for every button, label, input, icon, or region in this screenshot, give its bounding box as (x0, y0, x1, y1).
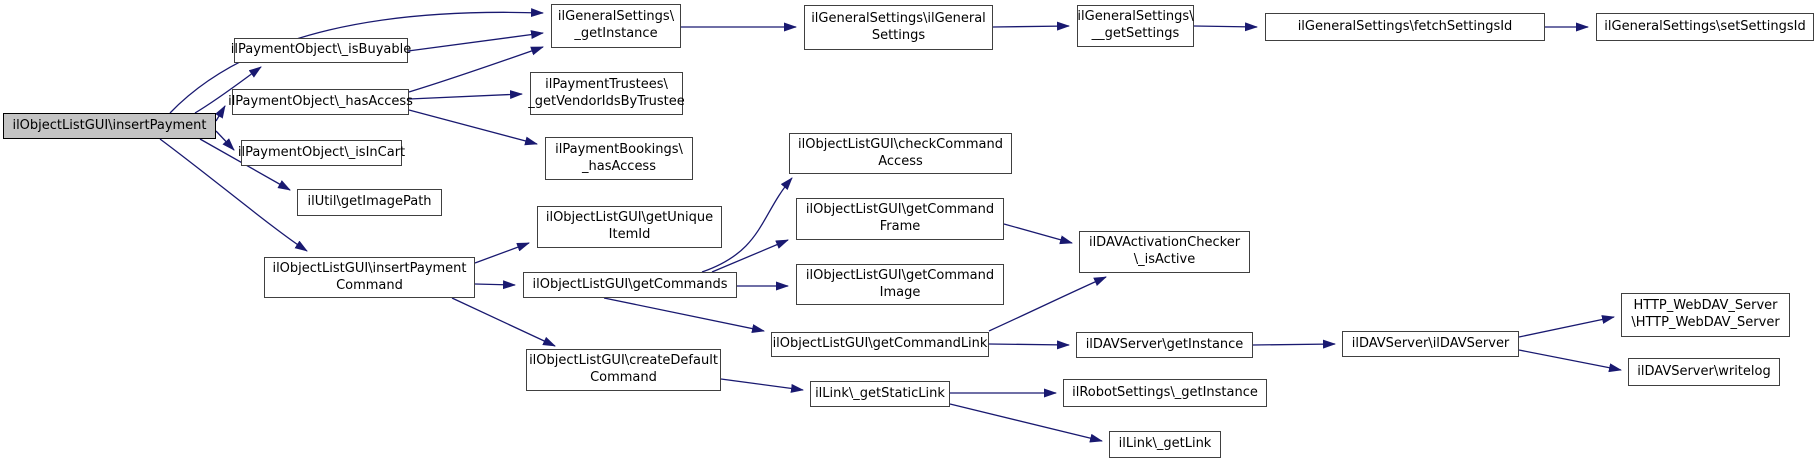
node-get-static-link[interactable]: ilLink\_getStaticLink (810, 381, 950, 407)
node-label-line: __getSettings (1091, 26, 1180, 41)
node-gs-get-instance[interactable]: ilGeneralSettings\_getInstance (551, 4, 681, 48)
node-fetch-settings-id[interactable]: ilGeneralSettings\fetchSettingsId (1265, 13, 1545, 41)
node-label-line: ilPaymentBookings\ (555, 141, 683, 157)
node-label-line: ilObjectListGUI\getCommandLink (772, 336, 988, 352)
node-http-webdav-server[interactable]: HTTP_WebDAV_Server\HTTP_WebDAV_Server (1621, 293, 1790, 337)
node-label-line: Settings (871, 27, 926, 43)
node-label-line: Command (590, 370, 657, 385)
node-get-commands[interactable]: ilObjectListGUI\getCommands (523, 272, 737, 298)
node-label-line: ilObjectListGUI\getCommand (805, 202, 995, 218)
node-writelog[interactable]: ilDAVServer\writelog (1628, 358, 1780, 386)
edge-get-commands-get-command-frame (711, 239, 789, 273)
edge-has-access-gs-get-instance (408, 46, 544, 93)
node-label-line: ilPaymentObject\_hasAccess (228, 93, 413, 109)
node-label-line: Frame (879, 219, 921, 234)
edge-get-static-link-get-link (949, 403, 1103, 443)
node-label-line: ilObjectListGUI\getUnique (545, 210, 714, 226)
node-dav-get-instance[interactable]: ilDAVServer\getInstance (1076, 332, 1253, 358)
edge-insert-payment-is-buyable (194, 66, 262, 114)
node-is-buyable[interactable]: ilPaymentObject\_isBuyable (230, 38, 412, 63)
node-bookings-has-access[interactable]: ilPaymentBookings\_hasAccess (545, 137, 693, 180)
node-gs-get-settings[interactable]: ilGeneralSettings\__getSettings (1077, 5, 1194, 47)
node-label-line: ilRobotSettings\_getInstance (1072, 384, 1258, 400)
edge-dav-ctor-http-webdav-server (1518, 315, 1615, 338)
edge-insert-payment-gs-get-instance (169, 8, 544, 114)
node-label-line: ilPaymentObject\_isInCart (237, 144, 406, 160)
node-label-line: ilObjectListGUI\insertPayment (12, 117, 207, 133)
node-label-line: Command (336, 277, 403, 293)
edge-insert-payment-command-create-default-command (451, 297, 556, 347)
node-has-access[interactable]: ilPaymentObject\_hasAccess (228, 89, 413, 115)
node-label-line: ilGeneralSettings\fetchSettingsId (1297, 18, 1513, 34)
node-get-vendor-ids[interactable]: ilPaymentTrustees\_getVendorIdsByTrustee (528, 72, 685, 115)
edge-insert-payment-command-get-unique-item-id (474, 242, 530, 264)
node-label-line: ilGeneralSettings\ (1077, 9, 1194, 25)
edge-gs-ctor-gs-get-settings (992, 21, 1070, 31)
edge-insert-payment-has-access (214, 105, 226, 122)
node-label-line: ilPaymentObject\_isBuyable (230, 42, 412, 58)
node-label-line: ilDAVActivationChecker (1088, 235, 1241, 251)
node-label-line: ilObjectListGUI\createDefault (529, 353, 718, 369)
node-label-line: ItemId (608, 227, 651, 242)
edge-get-command-link-dav-is-active (988, 276, 1107, 332)
node-label-line: ilPaymentTrustees\ (545, 76, 668, 92)
node-label-line: _hasAccess (582, 158, 656, 174)
edge-insert-payment-insert-payment-command (159, 138, 308, 252)
node-dav-is-active[interactable]: ilDAVActivationChecker\_isActive (1079, 231, 1250, 273)
node-robot-settings[interactable]: ilRobotSettings\_getInstance (1063, 379, 1267, 407)
node-label-line: ilObjectListGUI\getCommands (532, 276, 728, 292)
node-label-line: ilUtil\getImagePath (307, 194, 432, 210)
edge-get-commands-get-command-link (603, 297, 765, 333)
node-label-line: ilObjectListGUI\getCommand (805, 267, 995, 283)
node-label-line: _getInstance (574, 26, 658, 41)
node-dav-ctor[interactable]: ilDAVServer\ilDAVServer (1342, 331, 1519, 357)
node-label-line: ilLink\_getStaticLink (815, 385, 945, 401)
edge-create-default-command-get-static-link (720, 378, 804, 393)
edge-gs-get-settings-fetch-settings-id (1193, 22, 1258, 32)
node-get-command-link[interactable]: ilObjectListGUI\getCommandLink (771, 332, 989, 357)
node-label-line: Image (879, 284, 921, 300)
node-label-line: ilObjectListGUI\checkCommand (798, 136, 1003, 152)
edge-get-command-link-dav-get-instance (988, 340, 1070, 350)
edge-dav-get-instance-dav-ctor (1252, 339, 1336, 349)
node-get-link[interactable]: ilLink\_getLink (1109, 431, 1221, 458)
node-label-line: ilGeneralSettings\ilGeneral (811, 10, 986, 26)
edge-dav-ctor-writelog (1518, 349, 1622, 373)
edge-has-access-get-vendor-ids (408, 90, 523, 100)
node-label-line: Access (878, 153, 923, 169)
edge-is-buyable-gs-get-instance (407, 30, 544, 52)
edge-get-command-frame-dav-is-active (1003, 223, 1073, 245)
node-label-line: ilDAVServer\getInstance (1085, 336, 1244, 352)
node-label-line: \_isActive (1133, 252, 1196, 267)
node-label-line: ilGeneralSettings\ (557, 9, 675, 25)
node-insert-payment: ilObjectListGUI\insertPayment (3, 113, 216, 139)
node-label-line: ilLink\_getLink (1118, 436, 1212, 452)
node-label-line: _getVendorIdsByTrustee (528, 93, 685, 109)
node-is-in-cart[interactable]: ilPaymentObject\_isInCart (237, 140, 406, 166)
edge-has-access-bookings-has-access (408, 109, 538, 146)
node-label-line: HTTP_WebDAV_Server (1633, 298, 1778, 314)
edge-insert-payment-command-get-commands (474, 280, 516, 290)
node-label-line: ilDAVServer\ilDAVServer (1351, 335, 1510, 351)
edge-get-commands-check-command-access (701, 177, 793, 273)
node-label-line: \HTTP_WebDAV_Server (1631, 315, 1780, 330)
edge-insert-payment-is-in-cart (215, 130, 235, 151)
node-label-line: ilGeneralSettings\setSettingsId (1604, 18, 1806, 34)
node-label-line: ilDAVServer\writelog (1637, 363, 1771, 379)
node-set-settings-id[interactable]: ilGeneralSettings\setSettingsId (1596, 13, 1814, 41)
node-label-line: ilObjectListGUI\insertPayment (272, 260, 467, 276)
node-get-image-path[interactable]: ilUtil\getImagePath (297, 189, 442, 216)
